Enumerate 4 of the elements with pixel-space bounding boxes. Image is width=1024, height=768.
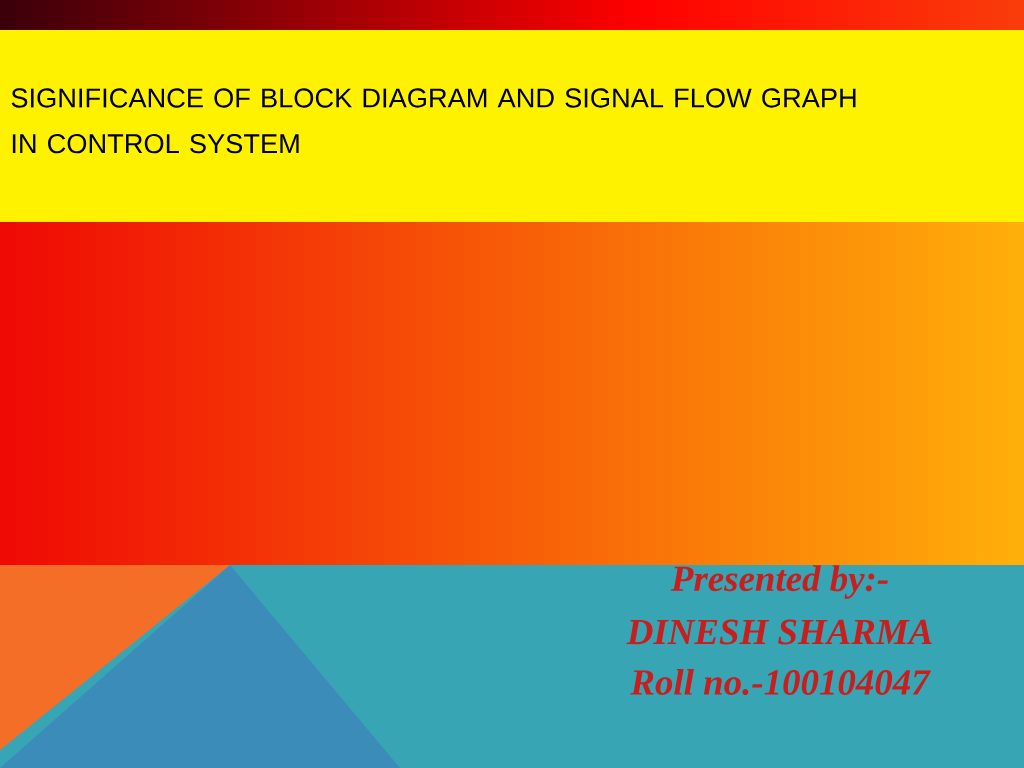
presenter-text: Roll no.-100104047 <box>630 668 931 696</box>
presenter-text: Presented by:- <box>670 565 888 599</box>
presenter-text: DINESH SHARMA <box>626 619 932 645</box>
header-band: SIGNIFICANCE OF BLOCK DIAGRAM AND SIGNAL FLOW GRAPH IN CONTROL SYSTEM <box>0 30 1024 222</box>
